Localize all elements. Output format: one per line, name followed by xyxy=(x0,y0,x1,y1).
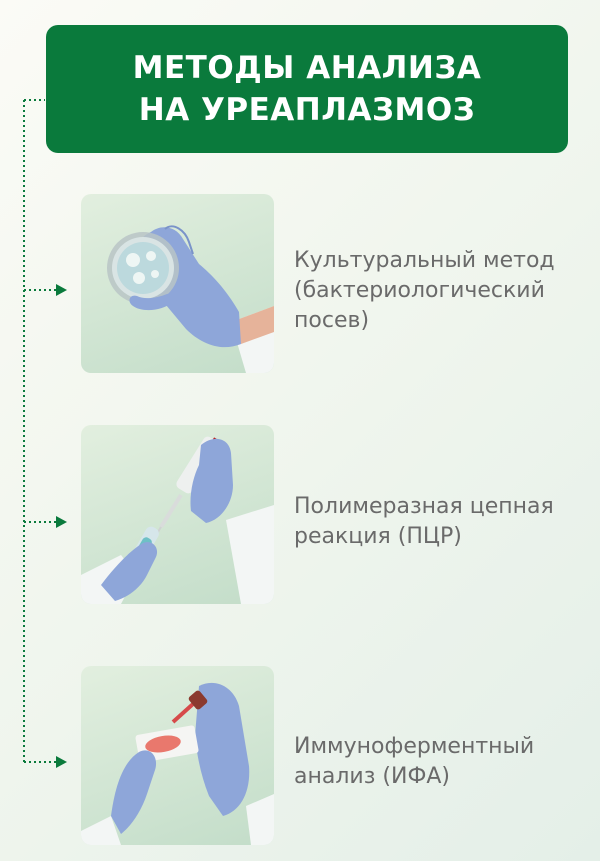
dotted-connector xyxy=(23,99,67,768)
method-card-pcr xyxy=(81,425,274,604)
title-line-1: МЕТОДЫ АНАЛИЗА xyxy=(132,50,482,86)
title-banner: МЕТОДЫ АНАЛИЗА НА УРЕАПЛАЗМОЗ xyxy=(46,25,568,153)
arrow-right-icon xyxy=(56,284,67,296)
arrow-right-icon xyxy=(56,516,67,528)
method-card-culture xyxy=(81,194,274,373)
method-card-ifa xyxy=(81,666,274,845)
title-line-2: НА УРЕАПЛАЗМОЗ xyxy=(138,92,476,128)
method-label-pcr: Полимеразная цепная реакция (ПЦР) xyxy=(294,494,554,549)
pipette-tube-icon xyxy=(81,436,274,604)
sample-slide-icon xyxy=(81,682,274,845)
petri-dish-hand-icon xyxy=(107,225,274,373)
arrow-right-icon xyxy=(56,756,67,768)
method-label-ifa: Иммуноферментный анализ (ИФА) xyxy=(294,734,535,789)
method-label-culture: Культуральный метод (бактериологический … xyxy=(294,248,555,333)
